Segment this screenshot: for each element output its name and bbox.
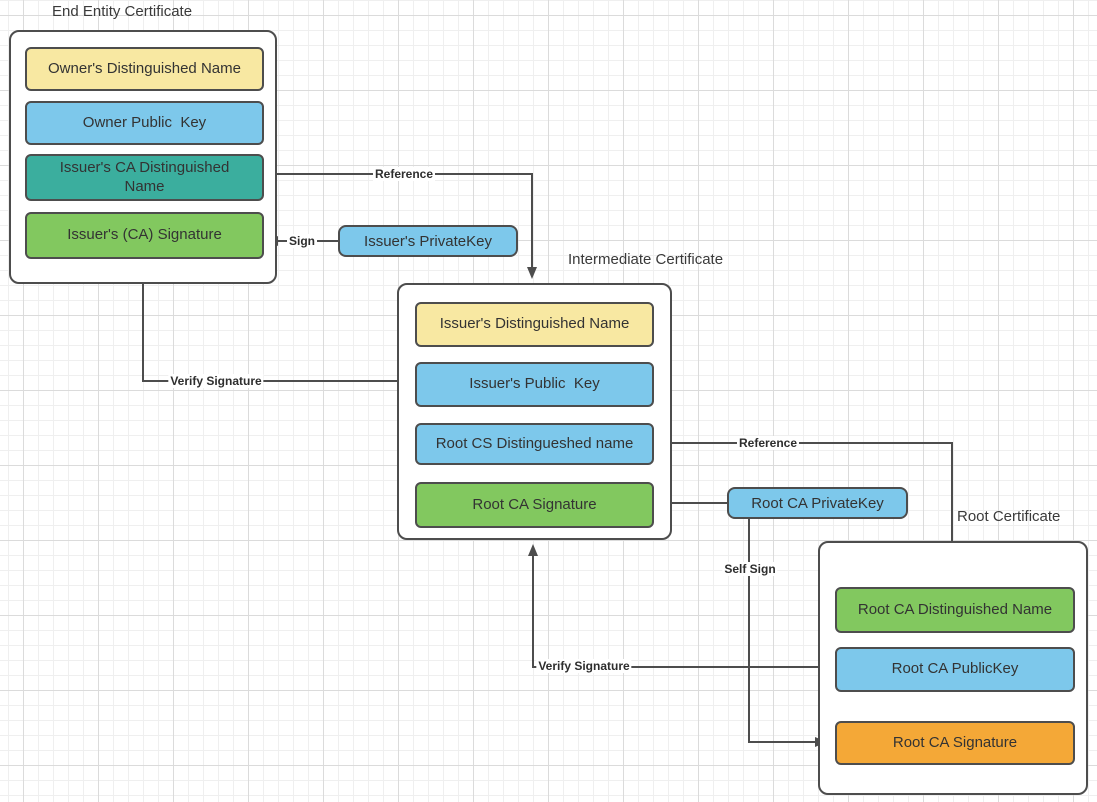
root-certificate-box: Root CA Distinguished Name Root CA Publi…: [818, 541, 1088, 795]
self-sign-arrow: [748, 519, 827, 747]
issuers-public-key-field: Issuer's Public Key: [415, 362, 654, 407]
verify-signature-label-2: Verify Signature: [536, 659, 632, 673]
reference-label-2: Reference: [736, 436, 800, 450]
root-ca-signature-field: Root CA Signature: [835, 721, 1075, 765]
issuers-ca-signature-field: Issuer's (CA) Signature: [25, 212, 264, 259]
owner-public-key-field: Owner Public Key: [25, 101, 264, 145]
issuers-distinguished-name-field: Issuer's Distinguished Name: [415, 302, 654, 347]
intermediate-certificate-box: Issuer's Distinguished Name Issuer's Pub…: [397, 283, 672, 540]
root-ca-public-key-field: Root CA PublicKey: [835, 647, 1075, 692]
root-certificate-title: Root Certificate: [957, 508, 1061, 525]
owners-distinguished-name-field: Owner's Distinguished Name: [25, 47, 264, 91]
root-ca-private-key-box: Root CA PrivateKey: [727, 487, 908, 519]
verify-signature-arrow-2: [528, 544, 833, 668]
root-ca-distinguished-name-field: Root CA Distinguished Name: [835, 587, 1075, 633]
intermediate-certificate-title: Intermediate Certificate: [568, 251, 724, 268]
end-entity-certificate-box: Owner's Distinguished Name Owner Public …: [9, 30, 277, 284]
sign-label: Sign: [287, 234, 317, 248]
verify-signature-label-1: Verify Signature: [168, 374, 264, 388]
issuers-ca-distinguished-name-field: Issuer's CA Distinguished Name: [25, 154, 264, 201]
end-entity-certificate-title: End Entity Certificate: [52, 3, 193, 20]
issuers-private-key-box: Issuer's PrivateKey: [338, 225, 518, 257]
self-sign-label: Self Sign: [722, 562, 778, 576]
root-ca-signature-intermediate-field: Root CA Signature: [415, 482, 654, 528]
root-cs-distingueshed-name-field: Root CS Distingueshed name: [415, 423, 654, 465]
reference-label-1: Reference: [372, 167, 436, 181]
